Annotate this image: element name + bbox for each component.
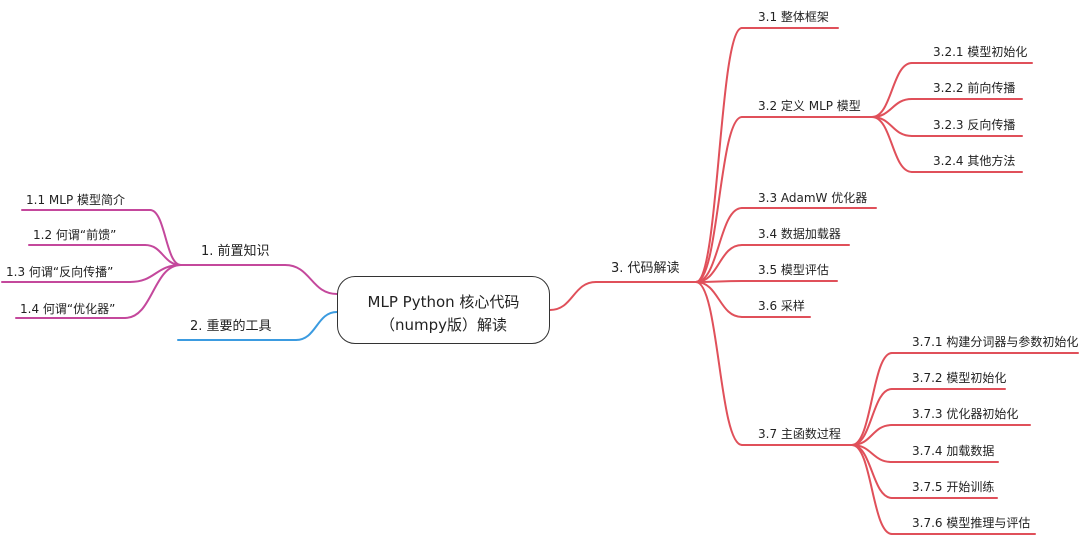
- link-3-to-c37: [695, 281, 743, 446]
- link-3-2-to-4: [871, 116, 913, 173]
- topic-1-4[interactable]: 1.4 何谓“优化器”: [20, 302, 116, 316]
- topic-1-1[interactable]: 1.1 MLP 模型简介: [26, 193, 125, 207]
- link-root-to-3: [549, 281, 597, 311]
- topic-3-2-1[interactable]: 3.2.1 模型初始化: [933, 45, 1028, 59]
- link-3-7-to-6: [851, 444, 893, 535]
- central-topic-subtitle: （numpy版）解读: [379, 316, 508, 334]
- topic-3-7-6[interactable]: 3.7.6 模型推理与评估: [912, 516, 1031, 530]
- topic-3-7-4[interactable]: 3.7.4 加载数据: [912, 444, 995, 458]
- branch-3-connectors: [549, 27, 1079, 535]
- central-topic-title: MLP Python 核心代码: [367, 293, 520, 311]
- topic-3-3[interactable]: 3.3 AdamW 优化器: [758, 191, 868, 205]
- link-root-to-1: [284, 264, 338, 295]
- central-topic[interactable]: MLP Python 核心代码 （numpy版）解读: [337, 276, 550, 344]
- topic-3-7-1[interactable]: 3.7.1 构建分词器与参数初始化: [912, 335, 1079, 349]
- topic-code-walkthrough[interactable]: 3. 代码解读: [611, 261, 680, 276]
- topic-3-2[interactable]: 3.2 定义 MLP 模型: [758, 99, 861, 113]
- link-3-to-c33: [695, 207, 743, 283]
- topic-3-7-2[interactable]: 3.7.2 模型初始化: [912, 371, 1007, 385]
- topic-3-7-3[interactable]: 3.7.3 优化器初始化: [912, 407, 1019, 421]
- topic-3-7-5[interactable]: 3.7.5 开始训练: [912, 480, 995, 494]
- link-1-to-1-1: [149, 209, 182, 266]
- topic-3-6[interactable]: 3.6 采样: [758, 299, 805, 313]
- link-3-to-c32: [695, 116, 743, 283]
- branch-1-connectors: [1, 209, 338, 319]
- link-3-to-c36: [695, 281, 743, 318]
- branch-2-connectors: [177, 311, 338, 341]
- topic-3-7[interactable]: 3.7 主函数过程: [758, 427, 841, 441]
- link-3-to-c31: [695, 27, 743, 283]
- topic-1-3[interactable]: 1.3 何谓“反向传播”: [6, 265, 114, 279]
- link-3-7-to-1: [851, 352, 893, 446]
- link-1-to-1-4: [124, 264, 182, 319]
- topic-3-1[interactable]: 3.1 整体框架: [758, 10, 829, 24]
- topic-3-2-3[interactable]: 3.2.3 反向传播: [933, 118, 1016, 132]
- link-3-to-c35: [695, 280, 743, 283]
- topic-prerequisites[interactable]: 1. 前置知识: [201, 244, 270, 259]
- topic-3-4[interactable]: 3.4 数据加载器: [758, 227, 841, 241]
- topic-3-2-2[interactable]: 3.2.2 前向传播: [933, 81, 1016, 95]
- topic-1-2[interactable]: 1.2 何谓“前馈”: [33, 228, 117, 242]
- topic-important-tools[interactable]: 2. 重要的工具: [190, 319, 272, 334]
- topic-3-2-4[interactable]: 3.2.4 其他方法: [933, 154, 1016, 168]
- link-root-to-2: [295, 311, 338, 341]
- topic-3-5[interactable]: 3.5 模型评估: [758, 263, 829, 277]
